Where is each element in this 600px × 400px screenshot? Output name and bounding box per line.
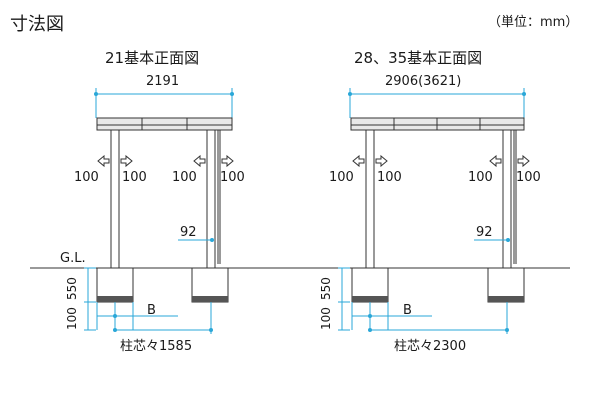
view-21-span-label: 柱芯々1585 xyxy=(120,339,192,354)
view-21-span-dot-right xyxy=(209,328,213,332)
view-21-spacing-label-2: 100 xyxy=(122,170,147,185)
view-21-gutter-dot xyxy=(210,238,214,242)
view-28-35-gutter-dot xyxy=(506,238,510,242)
view-28-35-arrow-right-1 xyxy=(375,154,388,168)
view-21-width-label: 2191 xyxy=(146,74,179,89)
view-28-35-spacing-label-2: 100 xyxy=(377,170,402,185)
view-21-arrow-left-2 xyxy=(193,154,206,168)
view-28-35-foundation-left-base xyxy=(352,296,388,302)
unit-label: （単位：mm） xyxy=(488,15,579,30)
depth-550-label: 550 xyxy=(65,277,79,300)
view-28-35-span-dot-right xyxy=(505,328,509,332)
view-28-35-width-dot-left xyxy=(348,92,352,96)
view-21-spacing-label-4: 100 xyxy=(220,170,245,185)
view-21-arrow-right-2 xyxy=(221,154,234,168)
view-28-35-arrow-right-2 xyxy=(517,154,530,168)
depth-550-label-right: 550 xyxy=(319,277,333,300)
view-21-foundation-left-base xyxy=(97,296,133,302)
view-28-35-gutter-label: 92 xyxy=(476,225,493,240)
page-title: 寸法図 xyxy=(10,14,64,35)
view-28-35-width-dot-right xyxy=(522,92,526,96)
view-28-35-span-label: 柱芯々2300 xyxy=(394,339,466,354)
view-28-35-foundation-right-base xyxy=(488,296,524,302)
view-21-width-dot-left xyxy=(94,92,98,96)
view-21-arrow-right-1 xyxy=(120,154,133,168)
view-28-35-arrow-left-2 xyxy=(489,154,502,168)
view-21-width-dot-right xyxy=(230,92,234,96)
depth-100-label-right: 100 xyxy=(319,307,333,330)
view-21-title: 21基本正面図 xyxy=(105,49,199,67)
view-28-35-span-dot-left xyxy=(368,328,372,332)
view-21-gutter-label: 92 xyxy=(180,225,197,240)
view-28-35-b-label: B xyxy=(403,303,412,318)
view-28-35-spacing-label-1: 100 xyxy=(329,170,354,185)
depth-100-label: 100 xyxy=(65,307,79,330)
view-28-35-arrow-left-1 xyxy=(352,154,365,168)
gl-label: G.L. xyxy=(60,251,86,266)
view-21-b-dot xyxy=(113,314,117,318)
view-28-35-width-label: 2906(3621) xyxy=(385,74,461,89)
view-21-roof xyxy=(96,117,233,131)
view-21-span-dot-left xyxy=(113,328,117,332)
view-28-35-spacing-label-4: 100 xyxy=(516,170,541,185)
view-21-spacing-label-1: 100 xyxy=(74,170,99,185)
view-21: 21基本正面図 2191 100 100 100 xyxy=(74,49,245,354)
view-28-35: 28、35基本正面図 2906(3621) 100 xyxy=(329,49,541,354)
view-28-35-b-dot xyxy=(368,314,372,318)
view-28-35-title: 28、35基本正面図 xyxy=(354,49,482,67)
view-21-b-label: B xyxy=(147,303,156,318)
view-21-foundation-right-base xyxy=(192,296,228,302)
view-21-arrow-left-1 xyxy=(97,154,110,168)
view-28-35-spacing-label-3: 100 xyxy=(468,170,493,185)
view-21-spacing-label-3: 100 xyxy=(172,170,197,185)
